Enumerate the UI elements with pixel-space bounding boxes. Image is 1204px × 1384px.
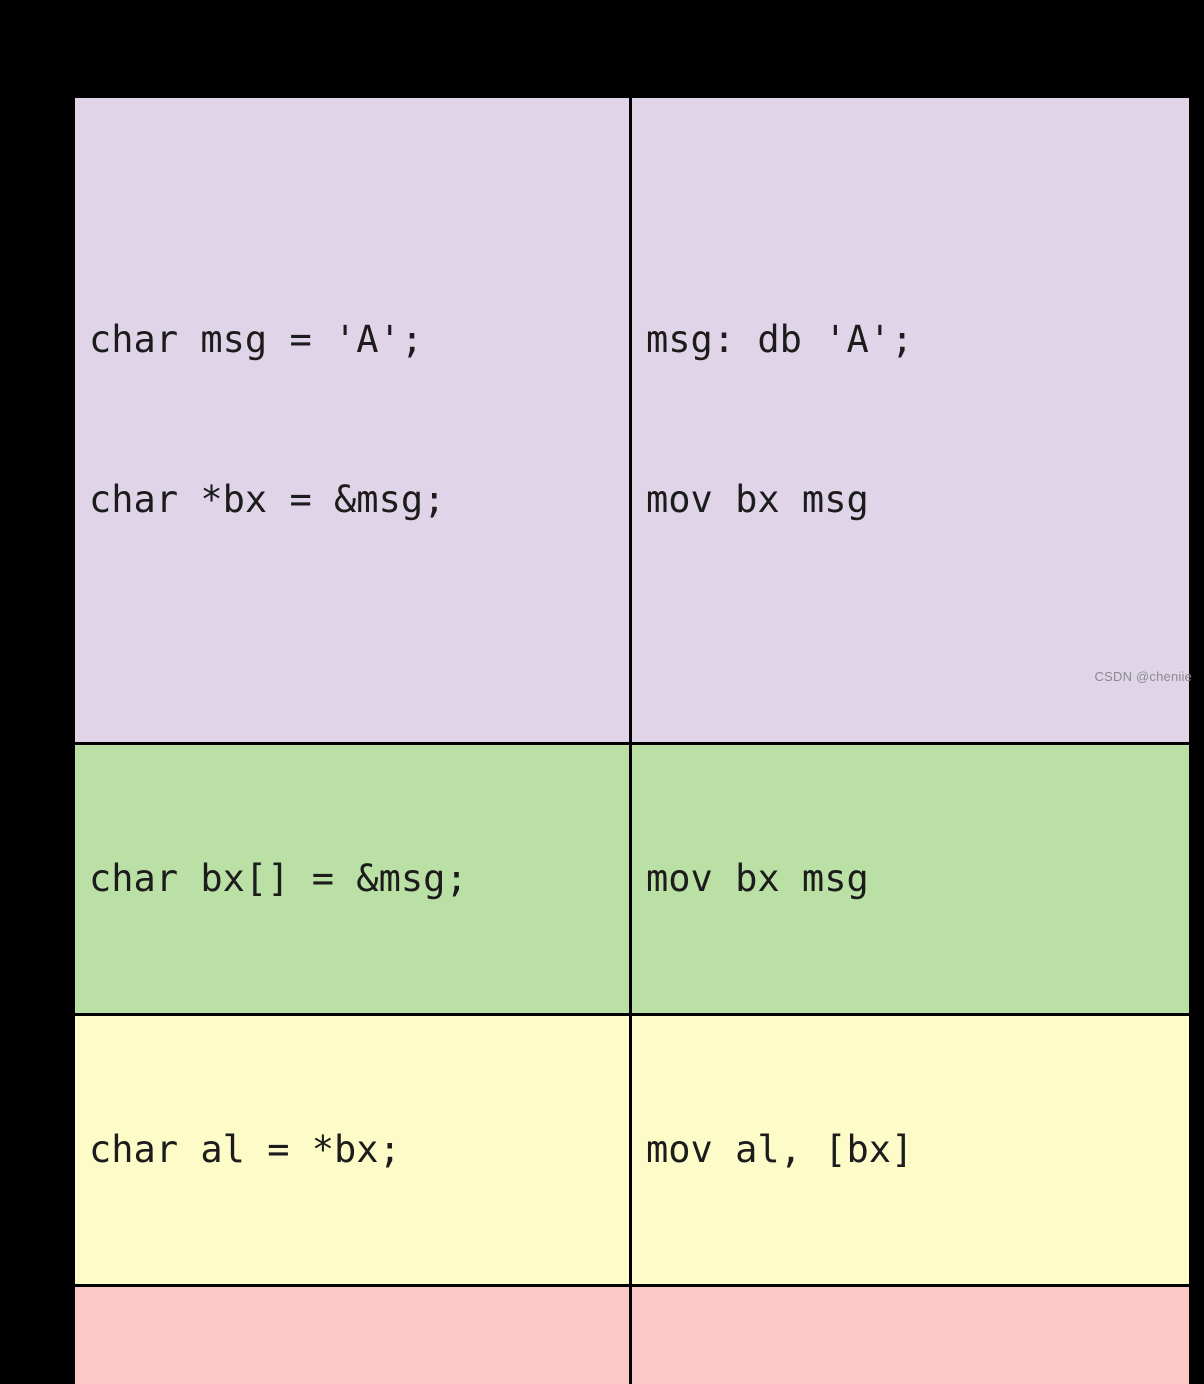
code-line: char *bx = &msg; [89,473,629,527]
c-code-cell-pointer-offset: char al = *(bx+1); [74,1286,631,1384]
code-line: mov al, [bx] [646,1123,1189,1177]
table-row: char msg = 'A'; char *bx = &msg; msg: db… [74,97,1191,744]
c-code-cell-declaration: char msg = 'A'; char *bx = &msg; [74,97,631,744]
c-to-assembly-comparison-table: char msg = 'A'; char *bx = &msg; msg: db… [72,95,1192,1384]
table-row: char bx[] = &msg; mov bx msg [74,743,1191,1014]
code-line: char bx[] = &msg; [89,852,629,906]
table-body: char msg = 'A'; char *bx = &msg; msg: db… [74,97,1191,1384]
code-line: mov bx msg [646,473,1189,527]
assembly-cell-dereference: mov al, [bx] [631,1014,1191,1285]
csdn-watermark: CSDN @cheniie [1095,669,1192,684]
c-code-cell-array-decl: char bx[] = &msg; [74,743,631,1014]
table-row: char al = *bx; mov al, [bx] [74,1014,1191,1285]
assembly-cell-array-decl: mov bx msg [631,743,1191,1014]
code-line: msg: db 'A'; [646,313,1189,367]
table-row: char al = *(bx+1); mov al, [bx+0x1] [74,1286,1191,1384]
code-line: char msg = 'A'; [89,313,629,367]
assembly-cell-declaration: msg: db 'A'; mov bx msg [631,97,1191,744]
code-line: char al = *bx; [89,1123,629,1177]
assembly-cell-pointer-offset-merged: mov al, [bx+0x1] [631,1286,1191,1384]
code-line: mov bx msg [646,852,1189,906]
c-code-cell-dereference: char al = *bx; [74,1014,631,1285]
